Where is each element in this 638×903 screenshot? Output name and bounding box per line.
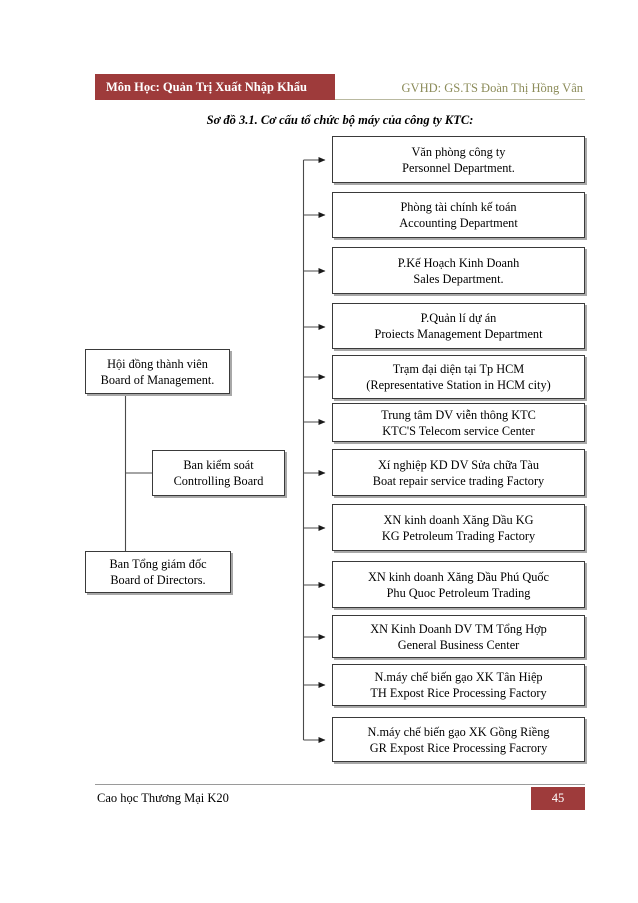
node-line-2: KG Petroleum Trading Factory: [381, 528, 536, 543]
node-line-2: KTC'S Telecom service Center: [382, 423, 535, 438]
page-number: 45: [551, 791, 565, 805]
figure-caption: Sơ đồ 3.1. Cơ cấu tổ chức bộ máy của côn…: [206, 113, 474, 127]
node-line-2: Accounting Department: [399, 216, 518, 230]
node-controlling-board[interactable]: Ban kiểm soát Controlling Board: [152, 450, 285, 496]
node-line-2: TH Expost Rice Processing Factory: [370, 686, 547, 700]
node-ktc-telecom-service-center[interactable]: Trung tâm DV viễn thông KTC KTC'S Teleco…: [332, 403, 585, 442]
node-line-1: XN kinh doanh Xăng Dầu KG: [383, 512, 534, 527]
header-course-band: [95, 74, 335, 100]
node-line-1: Trạm đại diện tại Tp HCM: [392, 362, 525, 376]
page-header: Môn Học: Quản Trị Xuất Nhập Khẩu GVHD: G…: [95, 74, 585, 100]
node-projects-management-department[interactable]: P.Quản lí dự án Proiects Management Depa…: [332, 303, 585, 349]
node-line-2: (Representative Station in HCM city): [366, 378, 551, 392]
page-number-badge: [531, 787, 585, 810]
node-gong-rieng-rice-processing-factory[interactable]: N.máy chế biến gạo XK Gồng Riềng GR Expo…: [332, 717, 585, 762]
node-line-1: Trung tâm DV viễn thông KTC: [381, 407, 536, 422]
node-line-2: Sales Department.: [413, 271, 504, 286]
node-line-1: Văn phòng công ty: [411, 144, 506, 159]
node-boat-repair-service-trading-factory[interactable]: Xí nghiệp KD DV Sửa chữa Tàu Boat repair…: [332, 449, 585, 496]
node-line-1: Phòng tài chính kế toán: [400, 200, 517, 214]
node-line-1: P.Kế Hoạch Kinh Doanh: [397, 255, 520, 270]
node-line-1: Xí nghiệp KD DV Sửa chữa Tàu: [377, 457, 540, 472]
node-line-2: Boat repair service trading Factory: [372, 473, 545, 488]
header-divider: [335, 99, 585, 100]
node-tan-hiep-rice-processing-factory[interactable]: N.máy chế biến gạo XK Tân Hiệp TH Expost…: [332, 664, 585, 706]
header-course-label: Môn Học: Quản Trị Xuất Nhập Khẩu: [106, 80, 307, 94]
node-line-2: Board of Management.: [100, 372, 215, 387]
footer-label: Cao học Thương Mại K20: [97, 791, 229, 805]
node-line-2: Personnel Department.: [402, 160, 515, 175]
node-line-1: Hội đồng thành viên: [107, 356, 208, 371]
node-personnel-department[interactable]: Văn phòng công ty Personnel Department.: [332, 136, 585, 183]
node-line-2: General Business Center: [397, 637, 520, 652]
node-kg-petroleum-trading-factory[interactable]: XN kinh doanh Xăng Dầu KG KG Petroleum T…: [332, 504, 585, 551]
node-accounting-department[interactable]: Phòng tài chính kế toán Accounting Depar…: [332, 192, 585, 238]
header-advisor-label: GVHD: GS.TS Đoàn Thị Hồng Vân: [401, 81, 583, 95]
footer-divider: [95, 784, 585, 785]
node-line-2: Controlling Board: [173, 474, 264, 488]
node-general-business-center[interactable]: XN Kinh Doanh DV TM Tổng Hợp General Bus…: [332, 615, 585, 658]
node-board-of-directors[interactable]: Ban Tổng giám đốc Board of Directors.: [85, 551, 231, 593]
node-line-2: GR Expost Rice Processing Facrory: [369, 740, 548, 755]
node-line-2: Proiects Management Department: [374, 327, 543, 341]
node-line-1: N.máy chế biến gạo XK Gồng Riềng: [367, 724, 550, 739]
node-line-1: N.máy chế biến gạo XK Tân Hiệp: [374, 670, 543, 684]
node-line-1: Ban kiểm soát: [183, 458, 254, 472]
node-line-1: P.Quản lí dự án: [420, 311, 497, 325]
node-line-2: Phu Quoc Petroleum Trading: [386, 585, 531, 600]
node-line-1: Ban Tổng giám đốc: [109, 557, 207, 571]
node-line-1: XN kinh doanh Xăng Dầu Phú Quốc: [367, 569, 549, 584]
node-sales-department[interactable]: P.Kế Hoạch Kinh Doanh Sales Department.: [332, 247, 585, 294]
node-phu-quoc-petroleum-trading[interactable]: XN kinh doanh Xăng Dầu Phú Quốc Phu Quoc…: [332, 561, 585, 608]
node-line-1: XN Kinh Doanh DV TM Tổng Hợp: [370, 621, 547, 636]
node-line-2: Board of Directors.: [110, 573, 206, 587]
node-representative-station-hcm[interactable]: Trạm đại diện tại Tp HCM (Representative…: [332, 355, 585, 399]
node-board-of-management[interactable]: Hội đồng thành viên Board of Management.: [85, 349, 230, 394]
